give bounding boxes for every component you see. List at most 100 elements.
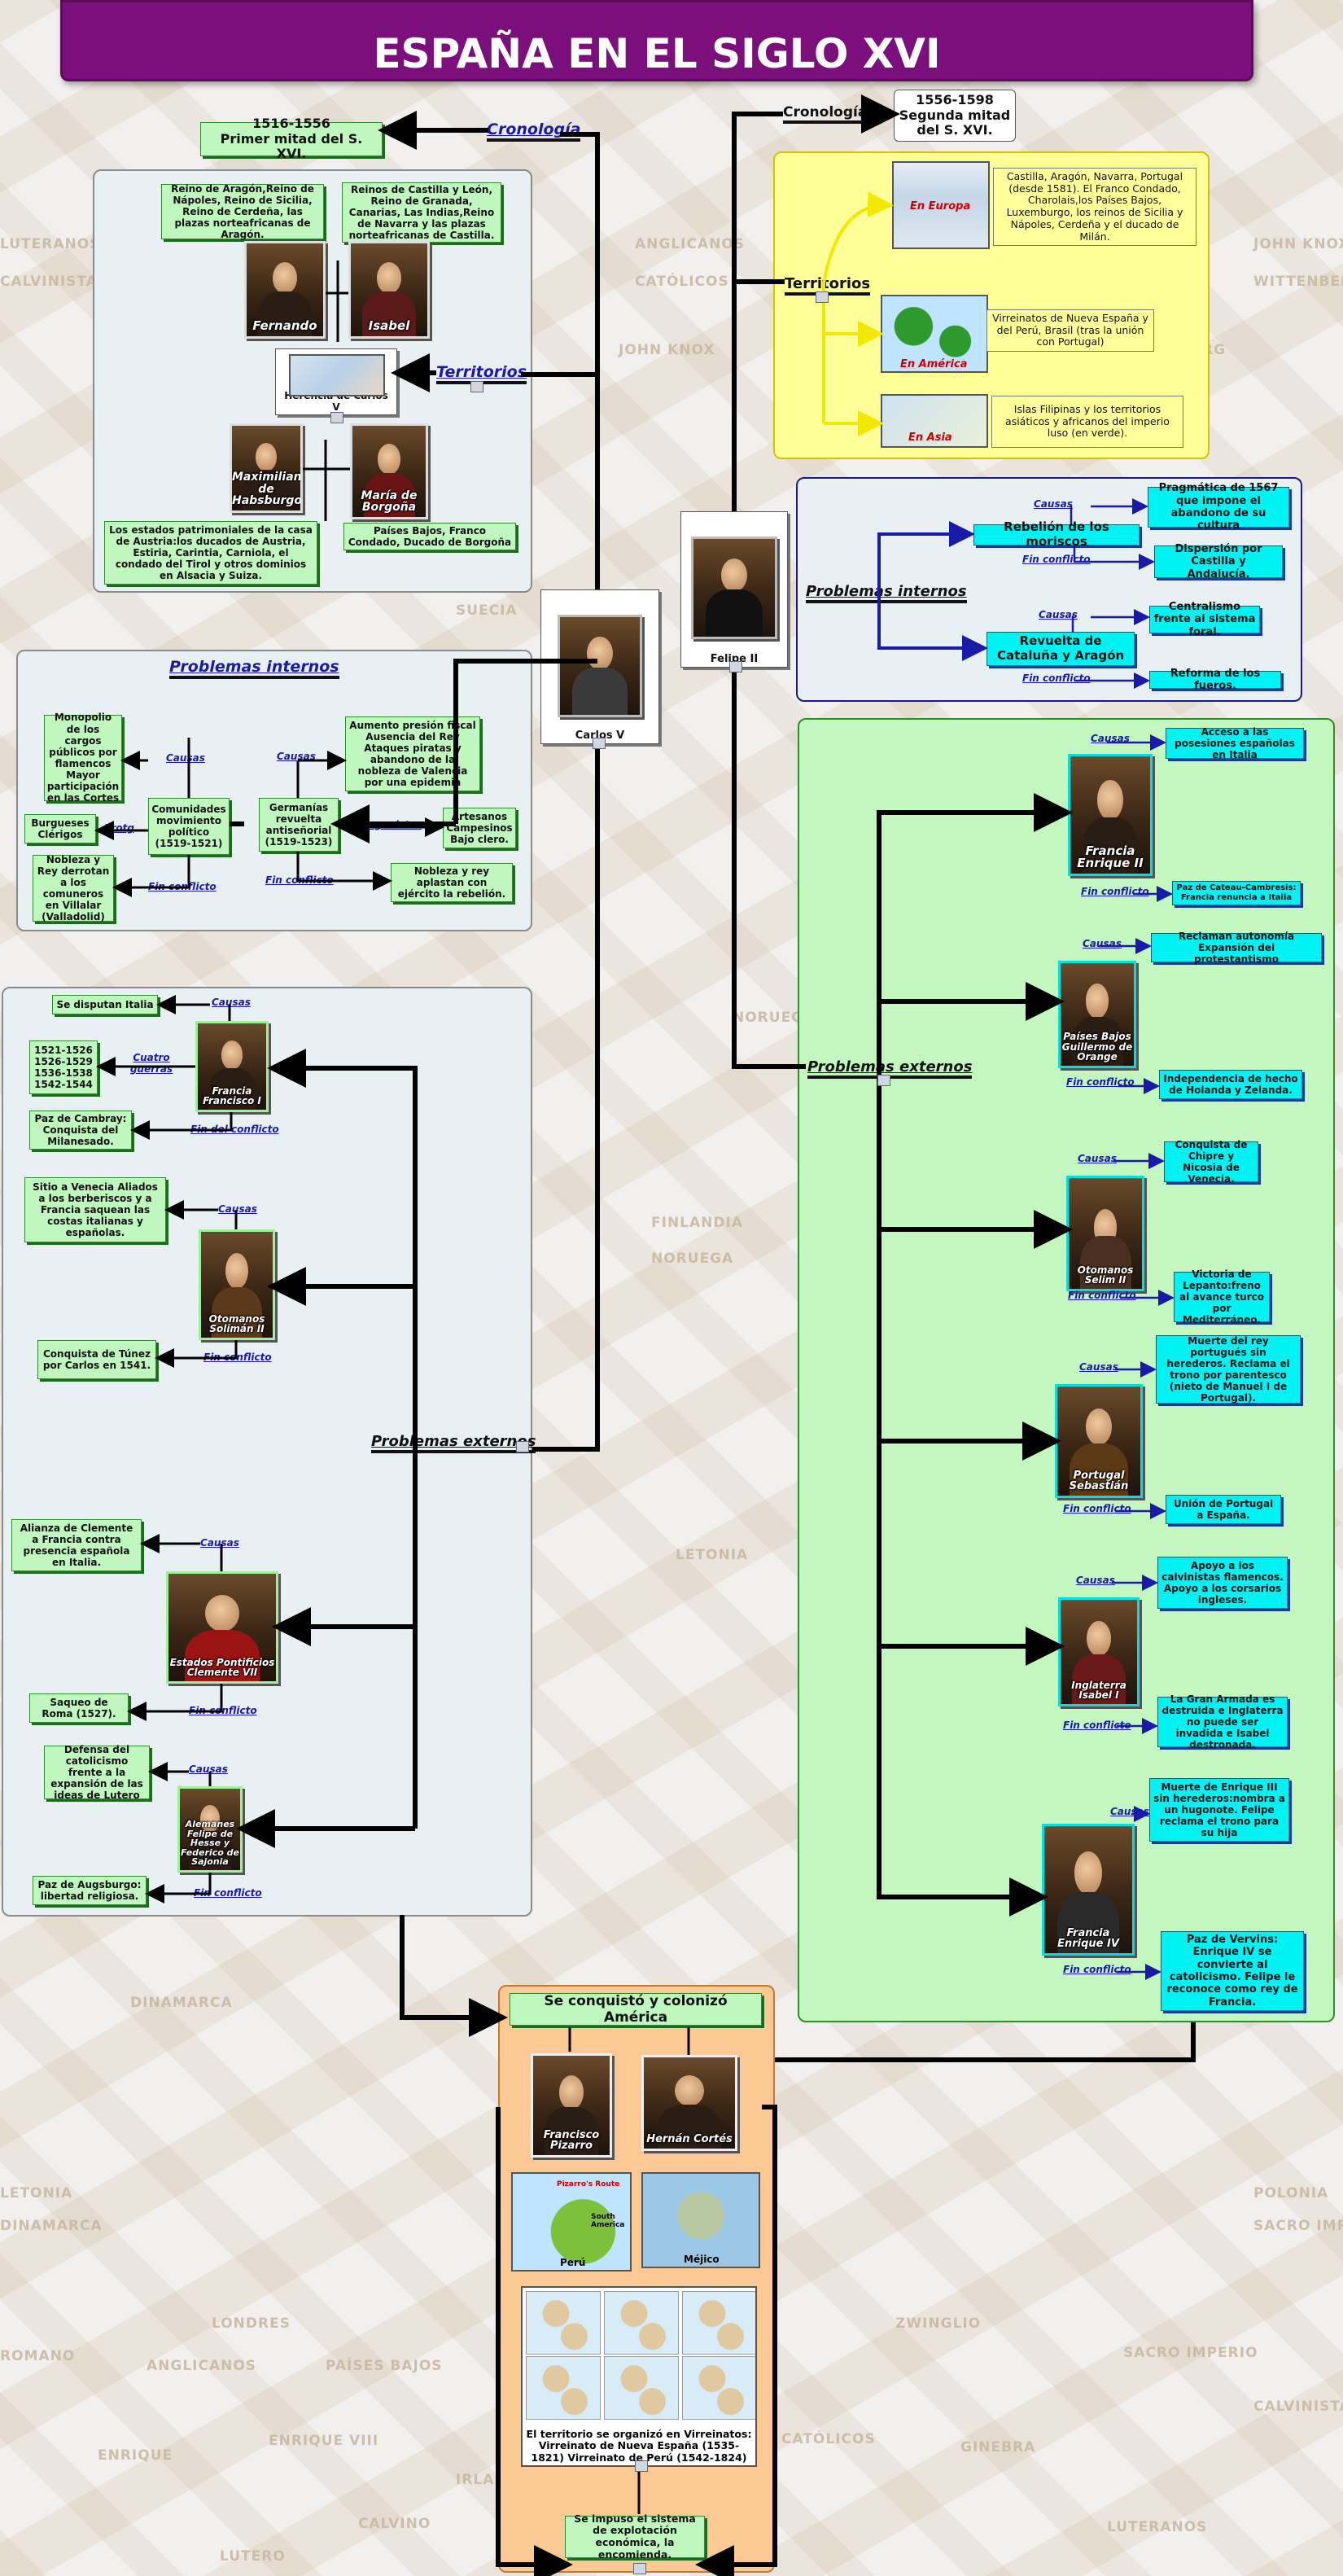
portrait-maximiliano[interactable]: Maximiliano de Habsburgo [230,423,303,513]
fin-inglaterra[interactable]: Fin conflicto [1063,1720,1131,1731]
expand-icon[interactable] [816,291,829,303]
cuatro-guerras-label[interactable]: Cuatro guerras [127,1052,176,1075]
portrait-enrique4[interactable]: Francia Enrique IV [1042,1824,1135,1956]
portrait-isabel[interactable]: Isabel [348,241,430,339]
fin-cataluna[interactable]: Fin conflicto [1022,672,1091,684]
portrait-isabel1[interactable]: Inglaterra Isabel I [1058,1597,1140,1706]
armada-box[interactable]: La Gran Armada es destruida e Inglaterra… [1157,1697,1288,1747]
portrait-soliman[interactable]: Otomanos Solimán II [199,1229,275,1340]
fin-paises[interactable]: Fin conflicto [1066,1076,1135,1088]
pragmatica-box[interactable]: Pragmática de 1567 que impone el abandon… [1148,487,1289,528]
vervins-box[interactable]: Paz de Vervins: Enrique IV se convierte … [1161,1931,1304,2011]
encomienda-box[interactable]: Se impuso el sistema de explotación econ… [565,2516,705,2558]
expand-icon[interactable] [877,1075,890,1086]
protagonistas-label[interactable]: Protagonistas [345,819,422,830]
period1-box[interactable]: 1516-1556 Primer mitad del S. XVI. [200,122,383,156]
augsburgo-box[interactable]: Paz de Augsburgo: libertad religiosa. [33,1876,147,1905]
causas-germanias[interactable]: Causas [277,751,316,762]
disputan-box[interactable]: Se disputan Italia [52,995,158,1014]
germanias-box[interactable]: Germanías revuelta antiseñorial (1519-15… [259,798,339,852]
nobleza-rey-box[interactable]: Nobleza y Rey derrotan a los comuneros e… [33,855,114,922]
map-asia[interactable]: En Asia [881,394,988,448]
cronologia-left-label[interactable]: Cronología [487,120,580,142]
fin-estados[interactable]: Fin conflicto [189,1705,257,1716]
problemas-internos-right-label[interactable]: Problemas internos [806,583,967,603]
portrait-alemanes[interactable]: Alemanes Felipe de Hesse y Federico de S… [177,1786,243,1873]
map-mejico[interactable]: Méjico [641,2172,760,2268]
fin-comunidades[interactable]: Fin conflicto [148,881,217,892]
europa-text[interactable]: Castilla, Aragón, Navarra, Portugal (des… [993,168,1196,246]
expand-icon[interactable] [633,2563,646,2574]
saqueo-box[interactable]: Saqueo de Roma (1527). [29,1693,129,1723]
portrait-clemente[interactable]: Estados Pontificios Clemente VII [166,1571,278,1684]
portrait-enrique2[interactable]: Francia Enrique II [1068,754,1153,876]
causas-alemanes[interactable]: Causas [189,1763,228,1775]
carlos-card[interactable]: Carlos V [540,589,659,744]
cataluna-box[interactable]: Revuelta de Cataluña y Aragón [986,632,1135,666]
problemas-internos-left-label[interactable]: Problemas internos [169,658,339,679]
muerte-box[interactable]: Muerte del rey portugués sin herederos. … [1156,1335,1301,1404]
cronologia-right-label[interactable]: Cronología [783,104,867,124]
fin-otomanos[interactable]: Fin conflicto [203,1352,272,1363]
causas-otomanos2[interactable]: Causas [1078,1153,1117,1164]
nobleza-rey2-box[interactable]: Nobleza y rey aplastan con ejército la r… [391,863,513,902]
moriscos-box[interactable]: Rebelión de los moriscos [973,524,1140,545]
burgueses-box[interactable]: Burgueses Clérigos [24,814,96,843]
asia-text[interactable]: Islas Filipinas y los territorios asiáti… [991,396,1183,448]
comunidades-box[interactable]: Comunidades movimiento político (1519-15… [148,798,230,855]
america-title[interactable]: Se conquistó y colonizó América [510,1993,762,2026]
cambray-box[interactable]: Paz de Cambray: Conquista del Milanesado… [29,1111,132,1150]
fin-portugal[interactable]: Fin conflicto [1063,1503,1131,1514]
cateau-box[interactable]: Paz de Cateau-Cambresis: Francia renunci… [1172,881,1301,905]
map-europa[interactable]: En Europa [892,161,990,249]
expand-icon[interactable] [729,661,742,672]
expand-icon[interactable] [593,738,606,749]
causas-estados[interactable]: Causas [200,1537,239,1549]
map-america[interactable]: En América [881,295,988,373]
portrait-francisco[interactable]: Francia Francisco I [195,1021,269,1112]
herencia-box[interactable]: Herencia de Carlos V [275,348,397,415]
problemas-externos-left-label[interactable]: Problemas externos [371,1433,536,1453]
portrait-selim[interactable]: Otomanos Selim II [1066,1176,1144,1291]
causas-inglaterra[interactable]: Causas [1076,1575,1115,1586]
dispersion-box[interactable]: Dispersión por Castilla y Andalucía. [1154,545,1283,578]
monopolio-box[interactable]: Monopolio de los cargos públicos por fla… [44,715,122,801]
aumento-box[interactable]: Aumento presión fiscal Ausencia del Rey … [345,716,480,791]
fin-francia3[interactable]: Fin conflicto [1063,1964,1131,1975]
fin-moriscos[interactable]: Fin conflicto [1022,554,1091,565]
causas-francia2[interactable]: Causas [1091,733,1130,744]
guerras-box[interactable]: 1521-1526 1526-1529 1536-1538 1542-1544 [29,1040,98,1094]
centralismo-box[interactable]: Centralismo frente al sistema foral. [1149,606,1260,633]
map-peru[interactable]: Pizarro's Route South America Perú [511,2172,632,2272]
causas-francia3[interactable]: Causas [1110,1806,1149,1817]
america-text[interactable]: Virreinatos de Nueva España y del Perú, … [986,309,1154,352]
causas-otomanos[interactable]: Causas [218,1203,257,1215]
protg-label[interactable]: Protg [104,822,134,834]
acceso-box[interactable]: Acceso a las posesiones españolas en Ita… [1166,728,1304,759]
artesanos-box[interactable]: Artesanos Campesinos Bajo clero. [443,808,516,848]
causas-paises[interactable]: Causas [1083,938,1122,949]
aragon-box[interactable]: Reino de Aragón,Reino de Nápoles, Reino … [161,184,324,239]
defensa-box[interactable]: Defensa del catolicismo frente a la expa… [44,1746,150,1799]
portrait-cortes[interactable]: Hernán Cortés [641,2055,737,2151]
fin-germanias[interactable]: Fin conflicto [265,874,334,886]
muerte3-box[interactable]: Muerte de Enrique III sin herederos:nomb… [1149,1778,1289,1842]
portrait-sebastian[interactable]: Portugal Sebastián [1055,1384,1143,1498]
austria-box[interactable]: Los estados patrimoniales de la casa de … [104,521,317,585]
causas-cataluna[interactable]: Causas [1039,609,1078,620]
felipe-card[interactable]: Felipe II [680,511,788,668]
castilla-box[interactable]: Reinos de Castilla y León, Reino de Gran… [342,182,501,243]
portrait-fernando[interactable]: Fernando [244,241,326,339]
apoyo-box[interactable]: Apoyo a los calvinistas flamencos. Apoyo… [1157,1557,1288,1609]
portrait-orange[interactable]: Países Bajos Guillermo de Orange [1058,961,1136,1068]
causas-francia[interactable]: Causas [212,997,251,1008]
fin-otomanos2[interactable]: Fin conflicto [1068,1290,1136,1301]
lepanto-box[interactable]: Victoria de Lepanto:freno al avance turc… [1174,1272,1270,1322]
clemente-box[interactable]: Alianza de Clemente a Francia contra pre… [11,1519,142,1571]
fin-francia2[interactable]: Fin conflicto [1081,886,1149,897]
fin-alemanes[interactable]: Fin conflicto [194,1887,262,1899]
tunez-box[interactable]: Conquista de Túnez por Carlos en 1541. [37,1340,156,1379]
independencia-box[interactable]: Independencia de hecho de Holanda y Zela… [1159,1070,1302,1099]
causas-moriscos[interactable]: Causas [1034,498,1073,510]
virreinatos-maps[interactable]: El territorio se organizó en Virreinatos… [521,2286,757,2467]
